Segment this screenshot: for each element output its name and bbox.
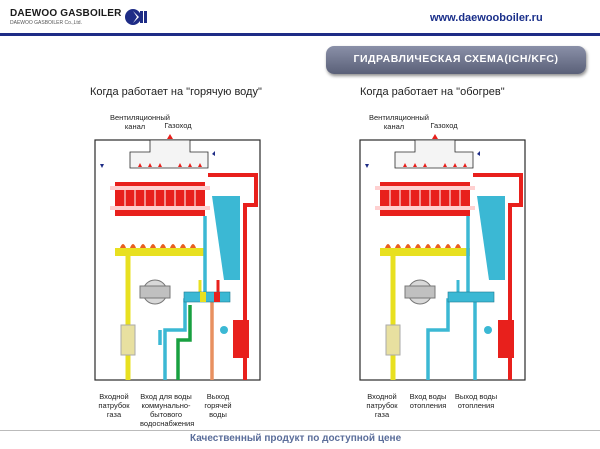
left-exchanger-fins <box>124 190 196 206</box>
right-heating-return-pipe <box>426 216 470 380</box>
left-manifold <box>183 291 231 303</box>
right-burner-flames <box>380 244 470 256</box>
left-pump <box>233 320 249 358</box>
right-heating-inlet-label: Вход воды отопления <box>409 392 447 410</box>
right-fan <box>404 279 436 305</box>
left-panel-title: Когда работает на "горячую воду" <box>90 86 262 98</box>
left-gas-valve <box>120 324 136 356</box>
banner-title: ГИДРАВЛИЧЕСКАЯ СХЕМА(ICH/KFC) <box>353 53 559 65</box>
right-heating-outlet-label: Выход воды отопления <box>454 392 498 410</box>
right-pump <box>498 320 514 358</box>
left-air-arrows <box>100 151 215 168</box>
brand-name: DAEWOO GASBOILER <box>10 8 122 19</box>
right-exhaust-arrows <box>403 134 467 167</box>
section-banner: ГИДРАВЛИЧЕСКАЯ СХЕМА(ICH/KFC) <box>326 46 586 74</box>
left-fan <box>139 279 171 305</box>
right-air-arrows <box>365 151 480 168</box>
right-flue-hood <box>394 139 474 169</box>
right-gas-inlet-label: Входной патрубок газа <box>366 392 398 419</box>
right-boiler <box>359 134 526 381</box>
left-vent-label: Вентиляционный канал <box>110 113 170 131</box>
right-gas-valve <box>385 324 401 356</box>
left-cold-water-pipe <box>163 216 207 380</box>
left-boiler <box>94 134 261 381</box>
brand-subtitle: DAEWOO GASBOILER Co.,Ltd. <box>10 20 82 26</box>
left-burner-flames <box>115 244 205 256</box>
right-panel-title: Когда работает на "обогрев" <box>360 86 505 98</box>
website-url[interactable]: www.daewooboiler.ru <box>430 12 543 24</box>
left-hot-water-outlet-label: Выход горячей воды <box>204 392 232 419</box>
daewoo-logo-icon <box>125 9 147 25</box>
right-flue-label: Газоход <box>430 121 458 130</box>
left-exhaust-arrows <box>138 134 202 167</box>
left-expansion-tank <box>212 196 240 280</box>
left-flue-label: Газоход <box>164 121 192 130</box>
header-divider <box>0 33 600 36</box>
right-exchanger-fins <box>389 190 461 206</box>
right-manifold <box>447 291 495 303</box>
left-gas-inlet-label: Входной патрубок газа <box>98 392 130 419</box>
footer-slogan: Качественный продукт по доступной цене <box>190 433 402 444</box>
brand: DAEWOO GASBOILER DAEWOO GASBOILER Co.,Lt… <box>10 6 147 28</box>
left-dhw-pipe <box>176 305 192 380</box>
right-heating-flow-pipe <box>473 173 523 380</box>
left-heating-flow-pipe <box>208 173 258 380</box>
left-cold-water-inlet-label: Вход для воды коммунально-бытового водос… <box>140 392 195 428</box>
left-flue-hood <box>129 139 209 169</box>
footer: Качественный продукт по доступной цене <box>0 430 600 449</box>
header-bar: DAEWOO GASBOILER DAEWOO GASBOILER Co.,Lt… <box>0 0 600 32</box>
right-vent-label: Вентиляционный канал <box>369 113 429 131</box>
right-expansion-tank <box>477 196 505 280</box>
